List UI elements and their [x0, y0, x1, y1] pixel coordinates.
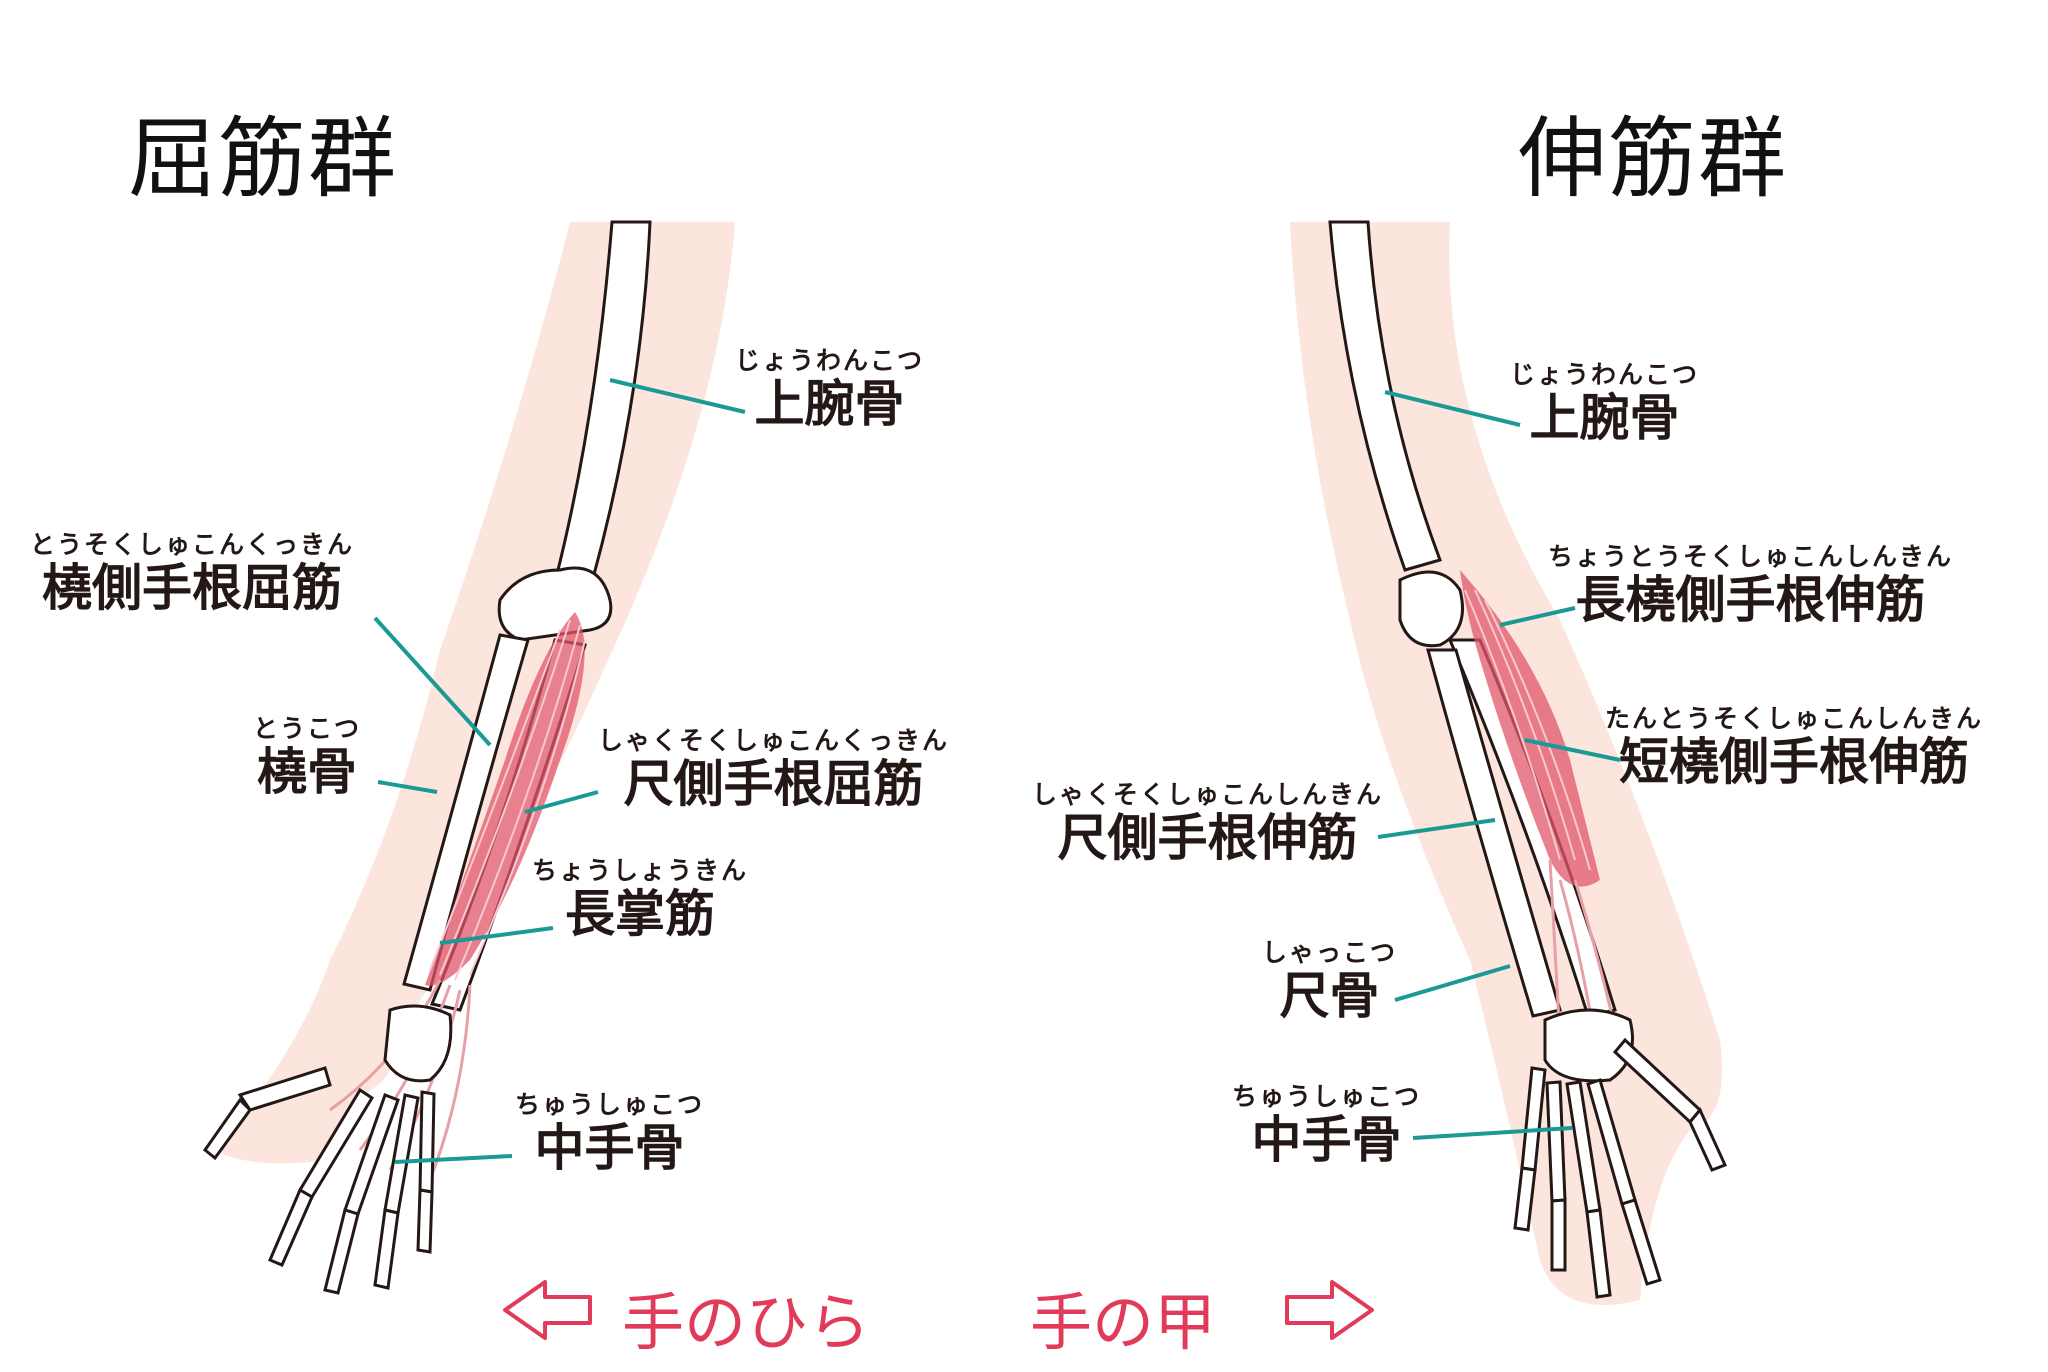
right-arrow-icon — [1285, 1280, 1374, 1340]
extensor-muscle — [1460, 570, 1600, 887]
extensor-group-title: 伸筋群 — [1518, 107, 1789, 210]
palm-side-label: 手のひら — [622, 1286, 871, 1359]
leader-flexor-fcu — [524, 790, 599, 814]
label-extensor-carpi-radialis-brevis: たんとうそくしゅこんしんきん 短橈側手根伸筋 — [1605, 704, 1984, 791]
label-palmaris-longus: ちょうしょうきん 長掌筋 — [532, 856, 749, 943]
leader-flexor-fcr — [373, 616, 492, 747]
label-flexor-metacarpal: ちゅうしゅこつ 中手骨 — [515, 1090, 705, 1177]
label-extensor-humerus: じょうわんこつ 上腕骨 — [1510, 360, 1700, 447]
flexor-hand — [202, 1004, 453, 1295]
back-side-label: 手の甲 — [1030, 1286, 1217, 1359]
leader-extensor-ecrb — [1524, 738, 1621, 762]
label-flexor-radius: とうこつ 橈骨 — [253, 714, 362, 801]
leader-extensor-ecrl — [1499, 606, 1576, 627]
label-extensor-carpi-radialis-longus: ちょうとうそくしゅこんしんきん 長橈側手根伸筋 — [1548, 542, 1954, 629]
leader-lines — [373, 378, 1621, 1164]
flexor-skin — [215, 222, 735, 1164]
flexor-muscle — [425, 612, 585, 986]
label-extensor-ulna: しゃっこつ 尺骨 — [1262, 938, 1398, 1025]
flexor-radius — [402, 633, 530, 992]
leader-flexor-humerus — [609, 378, 746, 414]
label-flexor-carpi-ulnaris: しゃくそくしゅこんくっきん 尺側手根屈筋 — [598, 726, 950, 813]
extensor-arm — [1290, 220, 1728, 1305]
leader-extensor-ulna — [1394, 964, 1511, 1002]
flexor-arm — [202, 220, 735, 1295]
left-arrow-icon — [503, 1280, 592, 1340]
extensor-ulna — [1426, 648, 1562, 1018]
leader-flexor-radius — [377, 780, 438, 794]
label-extensor-metacarpal: ちゅうしゅこつ 中手骨 — [1232, 1082, 1422, 1169]
label-extensor-carpi-ulnaris: しゃくそくしゅこんしんきん 尺側手根伸筋 — [1032, 780, 1384, 867]
leader-extensor-ecu — [1377, 818, 1496, 839]
label-flexor-carpi-radialis: とうそくしゅこんくっきん 橈側手根屈筋 — [30, 530, 355, 617]
extensor-humerus — [1328, 220, 1442, 572]
leader-extensor-humerus — [1384, 390, 1521, 427]
leader-flexor-metacarpal — [394, 1154, 513, 1164]
extensor-hand — [1513, 1008, 1728, 1299]
label-flexor-humerus: じょうわんこつ 上腕骨 — [735, 346, 925, 433]
flexor-group-title: 屈筋群 — [128, 107, 399, 210]
leader-flexor-pl — [439, 926, 554, 945]
leader-extensor-metacarpal — [1412, 1126, 1573, 1140]
